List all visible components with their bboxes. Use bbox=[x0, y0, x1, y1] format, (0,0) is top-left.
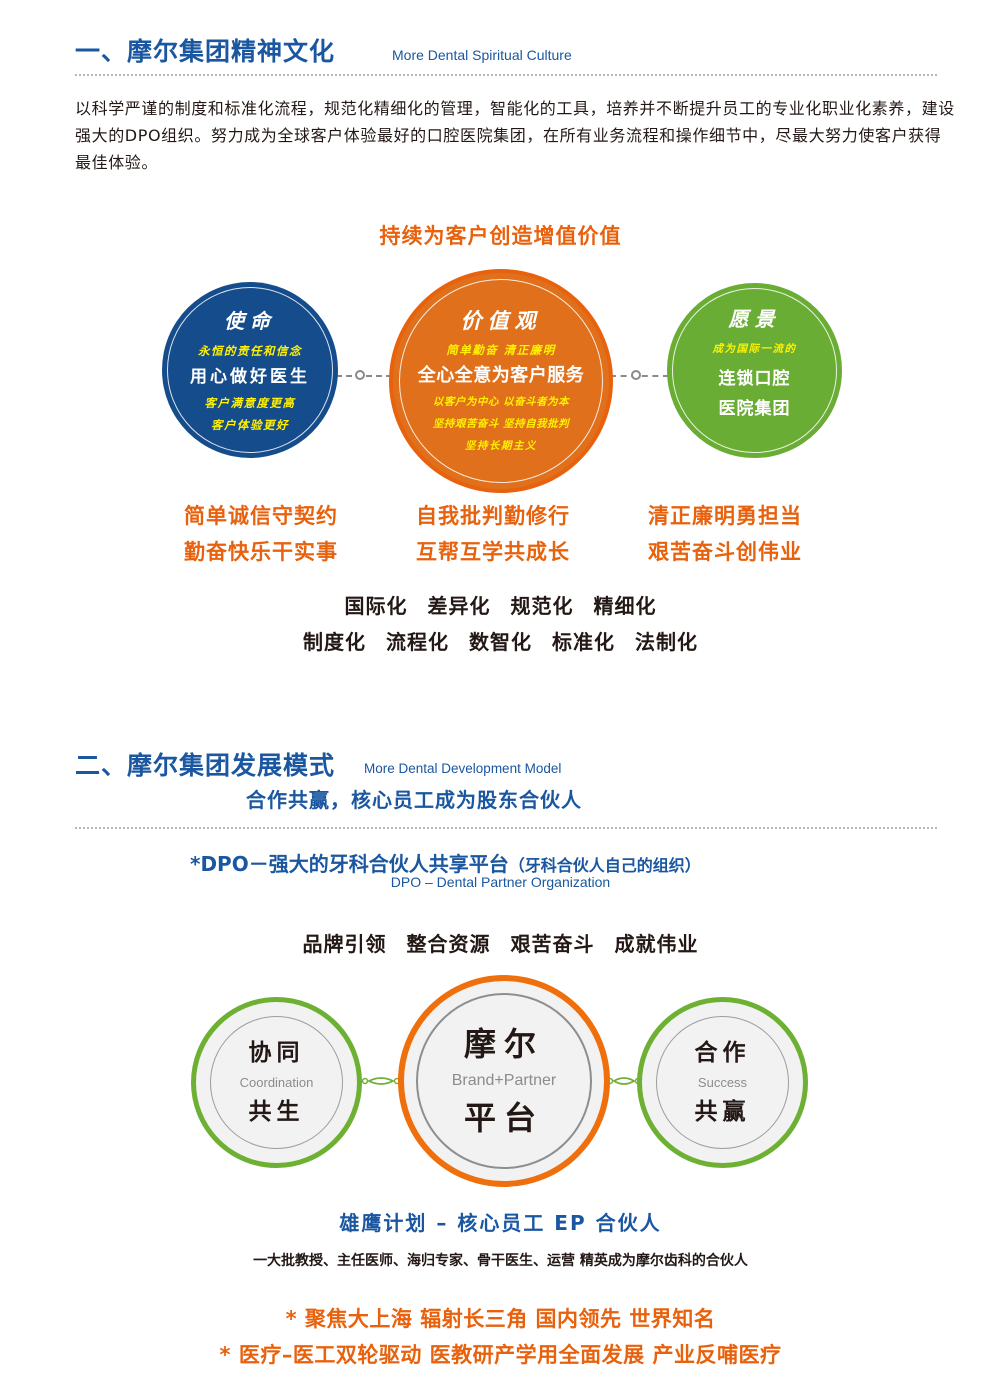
slogan: 成就伟业 bbox=[614, 932, 699, 956]
coordination-circle: 协同 Coordination 共生 bbox=[191, 997, 362, 1168]
circle-top-text: 摩尔 bbox=[463, 1025, 544, 1063]
slogan: 艰苦奋斗 bbox=[510, 932, 595, 956]
keyword: 差异化 bbox=[427, 594, 491, 618]
vision-main1: 连锁口腔 bbox=[718, 369, 791, 389]
eagle-plan-desc: 一大批教授、主任医师、海归专家、骨干医生、运营 精英成为摩尔齿科的合伙人 bbox=[253, 1253, 748, 1269]
vision-title: 愿景 bbox=[728, 307, 781, 331]
slogan: 整合资源 bbox=[406, 932, 491, 956]
value-phrase: 清正廉明勇担当 bbox=[648, 504, 802, 528]
values-line2: 以客户为中心 以奋斗者为本 bbox=[432, 396, 570, 408]
circle-ring bbox=[416, 993, 592, 1169]
section2-title: 二、摩尔集团发展模式 bbox=[75, 751, 336, 780]
values-line3: 坚持艰苦奋斗 坚持自我批判 bbox=[432, 418, 570, 430]
mission-line2: 客户满意度更高 bbox=[204, 395, 296, 410]
circle-ring bbox=[672, 288, 837, 453]
success-circle: 合作 Success 共赢 bbox=[637, 997, 808, 1168]
keyword: 数智化 bbox=[469, 630, 532, 654]
dpo-note: （牙科合伙人自己的组织） bbox=[508, 856, 701, 875]
eagle-plan-title: 雄鹰计划 – 核心员工 EP 合伙人 bbox=[339, 1211, 662, 1235]
circle-bottom-text: 共生 bbox=[248, 1099, 305, 1125]
value-phrase: 自我批判勤修行 bbox=[416, 504, 570, 528]
values-line4: 坚持长期主义 bbox=[465, 440, 537, 452]
connector-node-icon bbox=[631, 370, 641, 380]
circle-english: Coordination bbox=[239, 1075, 314, 1090]
chain-link-icon bbox=[361, 1077, 401, 1085]
circle-top-text: 协同 bbox=[248, 1040, 305, 1066]
value-phrase: 互帮互学共成长 bbox=[416, 540, 570, 564]
circle-ring bbox=[656, 1016, 789, 1149]
keyword: 精细化 bbox=[593, 594, 657, 618]
value-phrase-column: 自我批判勤修行 互帮互学共成长 bbox=[416, 498, 570, 570]
value-phrase-column: 清正廉明勇担当 艰苦奋斗创伟业 bbox=[648, 498, 802, 570]
divider bbox=[75, 827, 937, 829]
vision-main2: 医院集团 bbox=[718, 399, 791, 419]
bullet-2: * 医疗–医工双轮驱动 医教研产学用全面发展 产业反哺医疗 bbox=[219, 1343, 782, 1367]
dpo-title: *DPO－强大的牙科合伙人共享平台 bbox=[190, 852, 509, 876]
values-main: 全心全意为客户服务 bbox=[417, 365, 585, 386]
slogans-row: 品牌引领整合资源艰苦奋斗成就伟业 bbox=[0, 928, 1001, 957]
circle-ring bbox=[210, 1016, 343, 1149]
section2-subtitle: More Dental Development Model bbox=[364, 761, 562, 776]
circle-ring bbox=[167, 287, 333, 453]
vision-circle: 愿景 成为国际一流的 连锁口腔 医院集团 bbox=[667, 283, 842, 458]
keyword: 制度化 bbox=[303, 630, 366, 654]
circle-ring bbox=[399, 279, 603, 483]
headline: 持续为客户创造增值价值 bbox=[379, 224, 622, 248]
slogan: 品牌引领 bbox=[302, 932, 387, 956]
section1-title: 一、摩尔集团精神文化 bbox=[75, 37, 336, 66]
values-circle: 价值观 简单勤奋 清正廉明 全心全意为客户服务 以客户为中心 以奋斗者为本 坚持… bbox=[389, 269, 613, 493]
section1-subtitle: More Dental Spiritual Culture bbox=[392, 47, 572, 63]
value-phrase-column: 简单诚信守契约 勤奋快乐干实事 bbox=[184, 498, 338, 570]
vision-line1: 成为国际一流的 bbox=[712, 343, 797, 355]
bullet-1: * 聚焦大上海 辐射长三角 国内领先 世界知名 bbox=[285, 1307, 716, 1331]
keyword: 标准化 bbox=[552, 630, 615, 654]
value-phrase: 简单诚信守契约 bbox=[184, 504, 338, 528]
keyword: 流程化 bbox=[386, 630, 449, 654]
circle-bottom-text: 共赢 bbox=[694, 1099, 751, 1125]
mission-line3: 客户体验更好 bbox=[211, 417, 289, 432]
dpo-heading: *DPO－强大的牙科合伙人共享平台（牙科合伙人自己的组织） bbox=[190, 848, 701, 877]
mission-main: 用心做好医生 bbox=[190, 366, 310, 387]
circle-top-text: 合作 bbox=[694, 1040, 751, 1066]
keyword: 规范化 bbox=[510, 594, 574, 618]
values-line1: 简单勤奋 清正廉明 bbox=[446, 343, 556, 357]
mission-line1: 永恒的责任和信念 bbox=[198, 343, 302, 358]
connector-node-icon bbox=[355, 370, 365, 380]
keywords-row-1: 国际化差异化规范化精细化 bbox=[0, 590, 1001, 619]
circle-english: Success bbox=[697, 1075, 748, 1090]
keyword: 法制化 bbox=[635, 630, 698, 654]
intro-paragraph: 以科学严谨的制度和标准化流程，规范化精细化的管理，智能化的工具，培养并不断提升员… bbox=[75, 99, 955, 172]
value-phrase: 艰苦奋斗创伟业 bbox=[648, 540, 802, 564]
dpo-english: DPO – Dental Partner Organization bbox=[390, 874, 611, 890]
platform-circle: 摩尔 Brand+Partner 平台 bbox=[398, 975, 610, 1187]
values-title: 价值观 bbox=[460, 308, 542, 333]
circle-english: Brand+Partner bbox=[451, 1072, 557, 1089]
value-phrase: 勤奋快乐干实事 bbox=[184, 540, 338, 564]
keyword: 国际化 bbox=[344, 594, 408, 618]
circle-bottom-text: 平台 bbox=[463, 1099, 544, 1137]
divider bbox=[75, 74, 937, 76]
mission-circle: 使命 永恒的责任和信念 用心做好医生 客户满意度更高 客户体验更好 bbox=[162, 282, 338, 458]
section2-tagline: 合作共赢，核心员工成为股东合伙人 bbox=[246, 788, 582, 812]
keywords-row-2: 制度化流程化数智化标准化法制化 bbox=[0, 626, 1001, 655]
mission-title: 使命 bbox=[224, 308, 276, 333]
